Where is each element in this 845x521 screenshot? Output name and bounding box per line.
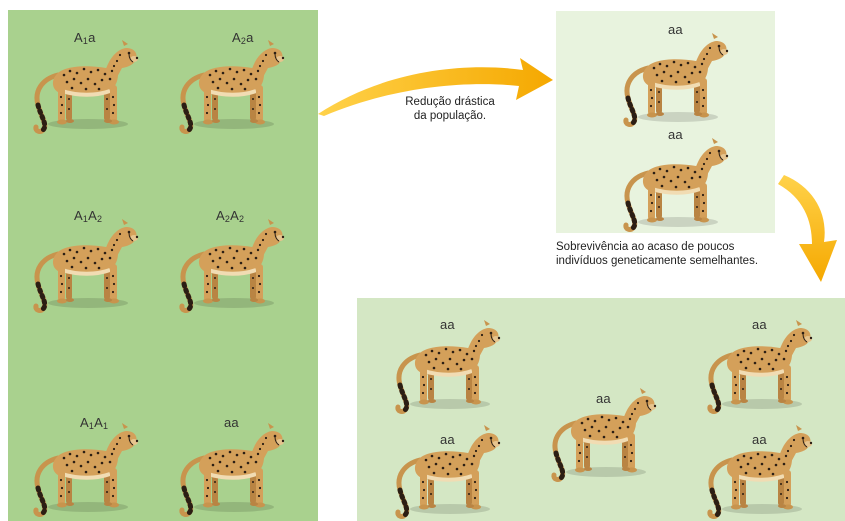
caption-line: indivíduos geneticamente semelhantes. [556, 255, 759, 267]
curved-arrow-icon [778, 175, 837, 282]
genotype-label: aa [668, 127, 683, 142]
descendant-population-panel [357, 298, 845, 521]
reduction-caption: Redução drástica da população. [404, 95, 496, 123]
genotype-label: aa [224, 415, 239, 430]
caption-line: da população. [413, 110, 487, 122]
cheetah-icon [168, 35, 288, 135]
cheetah-icon [540, 383, 660, 483]
genotype-label: aa [440, 432, 455, 447]
cheetah-icon [696, 420, 816, 520]
genotype-label: A1a [74, 30, 96, 46]
caption-line: Redução drástica [405, 96, 495, 108]
genotype-label: aa [752, 317, 767, 332]
cheetah-icon [22, 214, 142, 314]
cheetah-icon [168, 418, 288, 518]
genotype-label: A2a [232, 30, 254, 46]
curved-arrow-icon [318, 58, 553, 116]
cheetah-icon [384, 420, 504, 520]
genotype-label: aa [596, 391, 611, 406]
cheetah-icon [22, 418, 142, 518]
genotype-label: A1A2 [74, 208, 103, 224]
genotype-label: A2A2 [216, 208, 245, 224]
cheetah-icon [22, 35, 142, 135]
genotype-label: A1A1 [80, 415, 109, 431]
cheetah-icon [168, 214, 288, 314]
genotype-label: aa [668, 22, 683, 37]
cheetah-icon [696, 315, 816, 415]
survival-caption: Sobrevivência ao acaso de poucos indivíd… [556, 240, 758, 268]
cheetah-icon [612, 133, 732, 233]
genotype-label: aa [440, 317, 455, 332]
cheetah-icon [384, 315, 504, 415]
bottleneck-population-panel [556, 11, 775, 233]
genotype-label: aa [752, 432, 767, 447]
cheetah-icon [612, 28, 732, 128]
caption-line: Sobrevivência ao acaso de poucos [556, 241, 735, 253]
